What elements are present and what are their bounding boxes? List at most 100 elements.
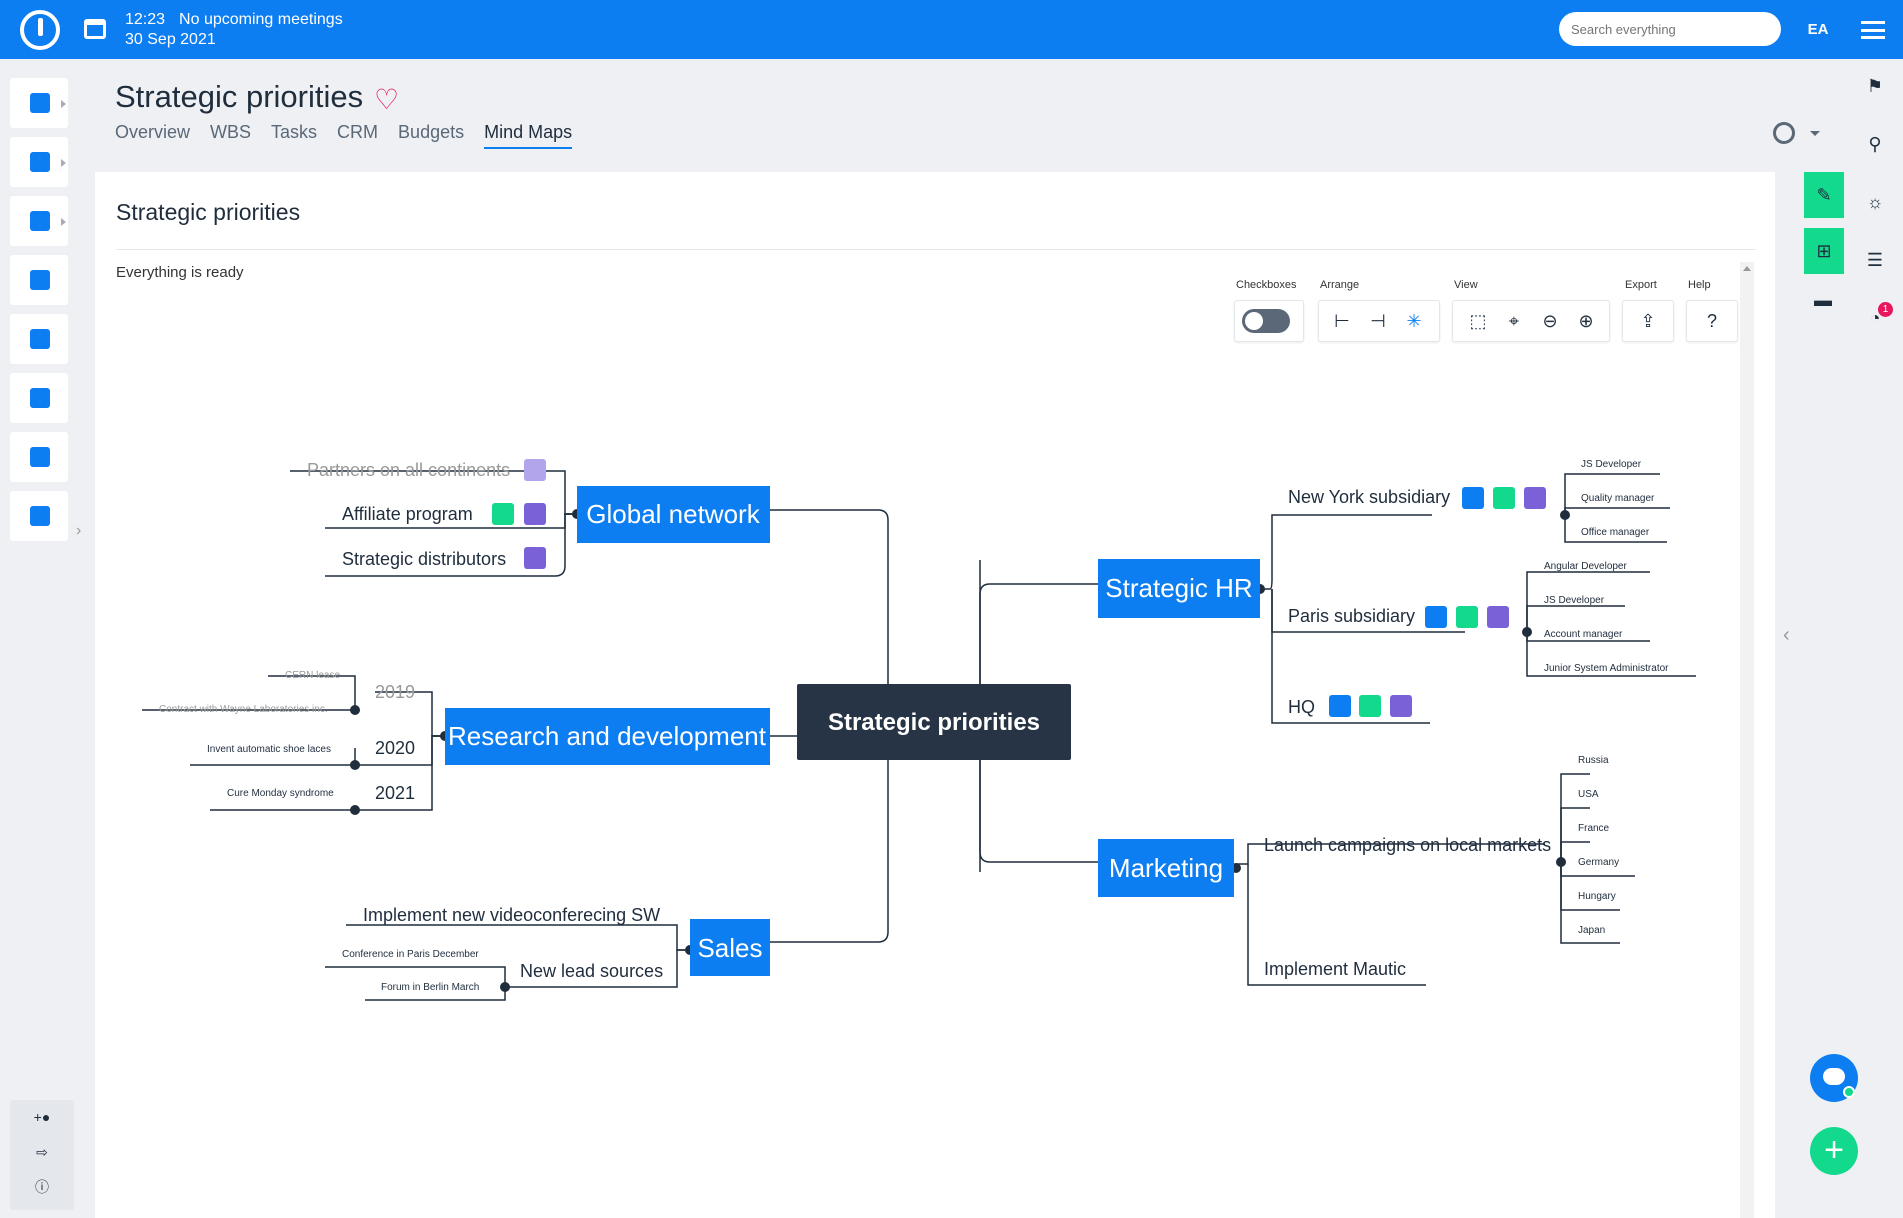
sidebar-tasks[interactable] <box>10 196 68 246</box>
global-network-child[interactable]: Strategic distributors <box>342 549 506 569</box>
clipboard-icon[interactable] <box>524 459 546 481</box>
hr-child[interactable]: New York subsidiary <box>1288 487 1450 507</box>
sidebar-dropbox[interactable] <box>10 314 68 364</box>
clipboard-icon[interactable] <box>524 503 546 525</box>
calendar-icon[interactable] <box>84 19 106 39</box>
paris-role[interactable]: Junior System Administrator <box>1544 663 1669 674</box>
logout-icon[interactable]: ⇨ <box>36 1144 48 1160</box>
tab-crm[interactable]: CRM <box>337 122 379 142</box>
folder-icon[interactable]: ▬ <box>1814 290 1832 310</box>
link-icon[interactable] <box>1329 695 1351 717</box>
sidebar-gantt[interactable] <box>10 373 68 423</box>
node-strategic-hr[interactable] <box>1098 559 1260 618</box>
research-subitem[interactable]: CERN lease <box>285 670 340 681</box>
link-icon[interactable] <box>1425 606 1447 628</box>
add-square-icon[interactable]: ⊞ <box>1804 228 1844 274</box>
zoom-in-icon[interactable]: ⊕ <box>1578 311 1594 331</box>
country[interactable]: Japan <box>1578 925 1605 936</box>
checklist-icon[interactable]: ☰ <box>1866 250 1884 270</box>
collapse-right-panel-icon[interactable]: ‹ <box>1783 624 1790 646</box>
chevron-down-icon[interactable] <box>1810 131 1820 136</box>
expand-sidebar-icon[interactable]: › <box>76 522 82 539</box>
paris-role[interactable]: Account manager <box>1544 629 1623 640</box>
arrange-radial-icon[interactable]: ✳ <box>1406 311 1422 331</box>
hr-child[interactable]: Paris subsidiary <box>1288 606 1415 626</box>
tab-mind-maps[interactable]: Mind Maps <box>484 122 573 149</box>
zoom-out-icon[interactable]: ⊖ <box>1542 311 1558 331</box>
clipboard-icon[interactable] <box>524 547 546 569</box>
sidebar-list[interactable] <box>10 255 68 305</box>
document-icon[interactable] <box>1493 487 1515 509</box>
checkboxes-toggle[interactable] <box>1242 309 1290 333</box>
document-icon[interactable] <box>492 503 514 525</box>
country[interactable]: USA <box>1578 789 1599 800</box>
node-sales[interactable] <box>690 919 770 976</box>
sidebar-wbs[interactable] <box>10 137 68 187</box>
favorite-heart-icon[interactable]: ♡ <box>374 84 400 115</box>
sales-child[interactable]: New lead sources <box>520 961 663 981</box>
info-icon[interactable]: ⓘ <box>35 1179 49 1195</box>
research-subitem[interactable]: Contract with Wayne Laboratories inc. <box>159 704 328 715</box>
ny-role[interactable]: Office manager <box>1581 527 1650 538</box>
sidebar-alarm[interactable] <box>10 491 68 541</box>
app-logo-icon[interactable] <box>20 10 60 50</box>
document-icon[interactable] <box>1359 695 1381 717</box>
clipboard-icon[interactable] <box>1390 695 1412 717</box>
lightbulb-icon[interactable]: ☼ <box>1866 192 1884 212</box>
hr-child[interactable]: HQ <box>1288 697 1315 717</box>
global-network-child[interactable]: Partners on all continents <box>307 460 510 480</box>
research-year[interactable]: 2019 <box>375 682 415 702</box>
tab-budgets[interactable]: Budgets <box>398 122 465 142</box>
tab-overview[interactable]: Overview <box>115 122 191 142</box>
flag-icon[interactable]: ⚑ <box>1866 76 1884 96</box>
arrange-right-icon[interactable]: ⊢ <box>1334 311 1350 331</box>
add-user-icon[interactable]: +● <box>33 1109 51 1125</box>
date-text: 30 Sep 2021 <box>125 31 216 48</box>
country[interactable]: Russia <box>1578 755 1609 766</box>
clipboard-icon[interactable] <box>1487 606 1509 628</box>
marketing-child[interactable]: Launch campaigns on local markets <box>1264 835 1551 855</box>
avatar[interactable]: EA <box>1801 13 1835 47</box>
paris-role[interactable]: JS Developer <box>1544 595 1605 606</box>
search-input[interactable] <box>1559 12 1781 46</box>
tab-wbs[interactable]: WBS <box>210 122 252 142</box>
country[interactable]: France <box>1578 823 1610 834</box>
menu-icon[interactable] <box>1861 21 1885 39</box>
sidebar-dashboard[interactable] <box>10 78 68 128</box>
sales-subitem[interactable]: Conference in Paris December <box>342 949 479 960</box>
research-subitem[interactable]: Invent automatic shoe laces <box>207 744 331 755</box>
timer-icon[interactable]: ◔ <box>1869 308 1881 328</box>
user-search-icon[interactable]: ⚲ <box>1868 134 1882 154</box>
ny-role[interactable]: JS Developer <box>1581 459 1642 470</box>
help-icon[interactable]: ? <box>1706 311 1717 331</box>
country[interactable]: Hungary <box>1578 891 1616 902</box>
sales-child[interactable]: Implement new videoconferecing SW <box>363 905 660 925</box>
research-year[interactable]: 2021 <box>375 783 415 803</box>
add-fab-button[interactable]: + <box>1810 1127 1858 1175</box>
ny-role[interactable]: Quality manager <box>1581 493 1655 504</box>
sales-subitem[interactable]: Forum in Berlin March <box>381 982 479 993</box>
tab-tasks[interactable]: Tasks <box>271 122 318 142</box>
global-network-child[interactable]: Affiliate program <box>342 504 473 524</box>
fit-screen-icon[interactable]: ⬚ <box>1469 311 1487 331</box>
paris-role[interactable]: Angular Developer <box>1544 561 1627 572</box>
sidebar-flash[interactable] <box>10 432 68 482</box>
root-node[interactable] <box>797 684 1071 760</box>
center-focus-icon[interactable]: ⌖ <box>1508 311 1520 331</box>
edit-pencil-icon[interactable]: ✎ <box>1804 172 1844 218</box>
clipboard-icon[interactable] <box>1524 487 1546 509</box>
settings-gear-icon[interactable] <box>1773 122 1795 144</box>
export-share-icon[interactable]: ⇪ <box>1640 311 1656 331</box>
vertical-scrollbar[interactable] <box>1740 262 1754 1218</box>
link-icon[interactable] <box>1462 487 1484 509</box>
research-year[interactable]: 2020 <box>375 738 415 758</box>
arrange-left-icon[interactable]: ⊣ <box>1370 311 1386 331</box>
document-icon[interactable] <box>1456 606 1478 628</box>
node-research[interactable] <box>445 708 770 765</box>
marketing-child[interactable]: Implement Mautic <box>1264 959 1406 979</box>
node-marketing[interactable] <box>1098 839 1234 897</box>
country[interactable]: Germany <box>1578 857 1619 868</box>
node-global-network[interactable] <box>577 486 770 543</box>
research-subitem[interactable]: Cure Monday syndrome <box>227 788 334 799</box>
